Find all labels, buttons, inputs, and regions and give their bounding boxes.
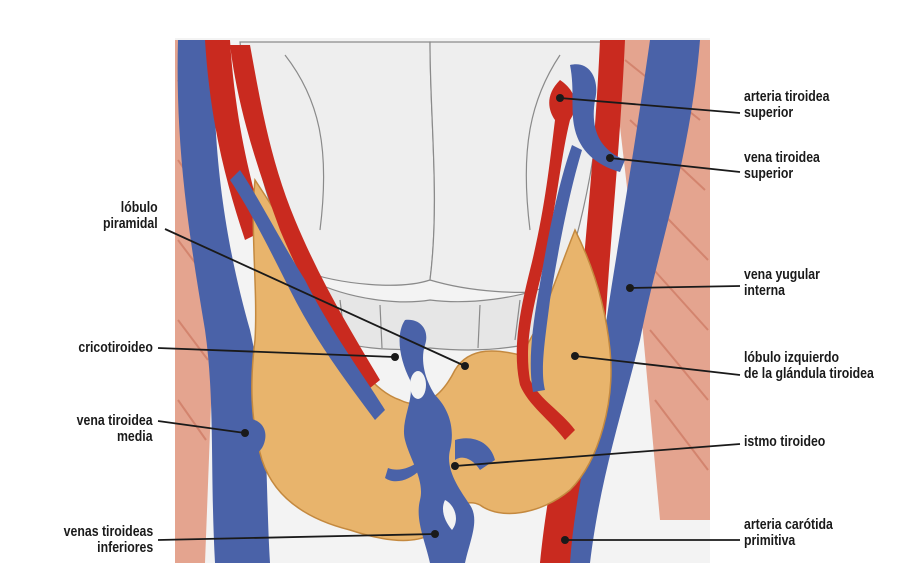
- pyramidal-lobe-gap: [410, 371, 426, 399]
- label-istmo-tiroideo: istmo tiroideo: [744, 434, 825, 450]
- label-cricotiroideo: cricotiroideo: [78, 340, 153, 356]
